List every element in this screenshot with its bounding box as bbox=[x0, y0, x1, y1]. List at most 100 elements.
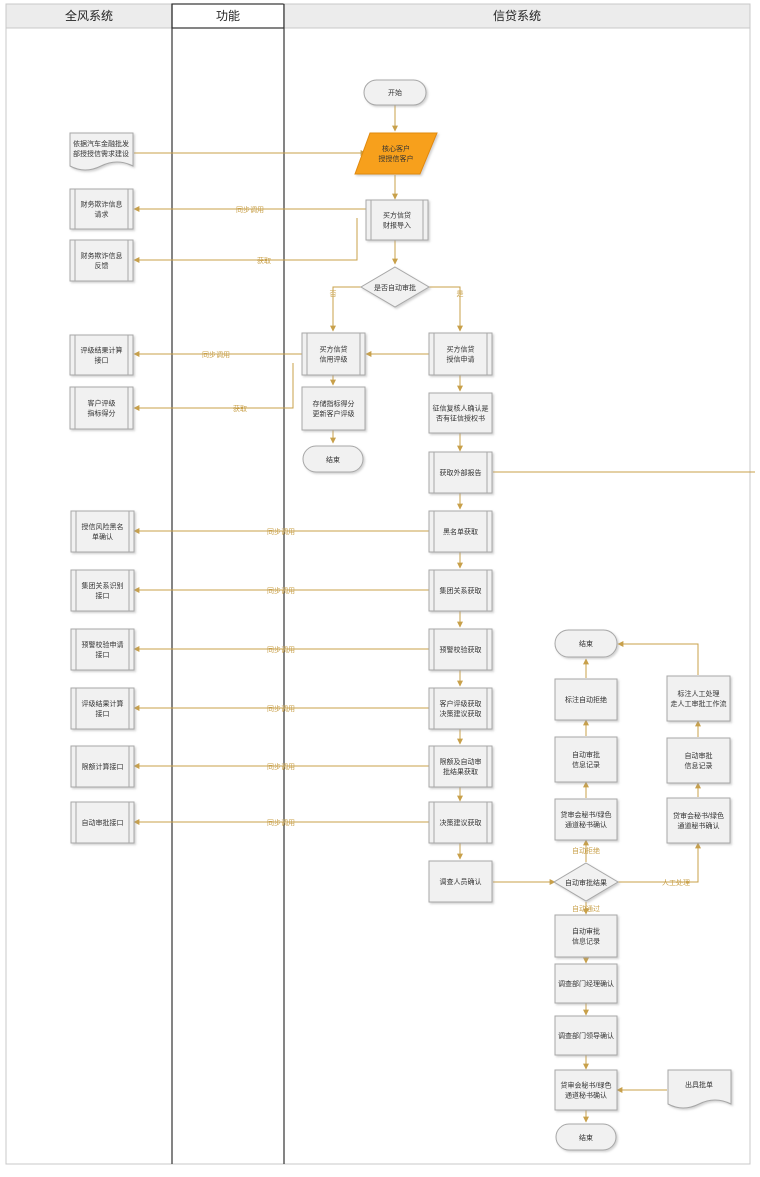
node-line: 通道秘书确认 bbox=[565, 1091, 607, 1100]
node-line: 接口 bbox=[96, 650, 110, 659]
edge-label-sync-call: 同步调用 bbox=[267, 762, 295, 771]
node-line: 存储指标得分 bbox=[313, 399, 355, 408]
edge-label-auto-pass: 自动通过 bbox=[572, 904, 600, 913]
node-line: 部授授信需求建设 bbox=[73, 149, 129, 158]
edge-label-sync-call: 同步调用 bbox=[236, 205, 264, 214]
end-terminator: 结束 bbox=[555, 1123, 617, 1151]
node-line: 买方信贷 bbox=[320, 345, 348, 354]
start-label: 开始 bbox=[388, 88, 402, 97]
node-line: 接口 bbox=[96, 709, 110, 718]
node-line: 自动审批接口 bbox=[82, 818, 124, 827]
node-line: 客户评级 bbox=[88, 399, 116, 408]
blacklist-get-box: 黑名单获取 bbox=[428, 510, 493, 553]
node-line: 贷审会秘书/绿色 bbox=[673, 811, 724, 820]
node-line: 黑名单获取 bbox=[443, 527, 478, 536]
issue-approval-document: 出具批单 bbox=[667, 1069, 732, 1109]
node-line: 指标得分 bbox=[88, 409, 116, 418]
edge-label-sync-call: 同步调用 bbox=[267, 586, 295, 595]
dept-leader-box: 调查部门领导确认 bbox=[554, 1015, 618, 1056]
node-line: 调查部门领导确认 bbox=[558, 1031, 614, 1040]
node-line: 贷审会秘书/绿色 bbox=[561, 810, 612, 819]
node-line: 买方信贷 bbox=[383, 211, 411, 220]
node-line: 通道秘书确认 bbox=[565, 820, 607, 829]
end-label: 结束 bbox=[326, 455, 340, 464]
node-line: 批结果获取 bbox=[443, 767, 478, 776]
node-line: 集团关系获取 bbox=[440, 586, 482, 595]
node-line: 决策建议获取 bbox=[440, 818, 482, 827]
node-line: 预警校验申请 bbox=[82, 640, 124, 649]
node-line: 标注人工处理 bbox=[678, 689, 720, 698]
node-line: 通道秘书确认 bbox=[678, 821, 720, 830]
node-line: 财报导入 bbox=[383, 221, 411, 230]
approval-result-decision: 自动审批结果 bbox=[553, 862, 619, 902]
node-line: 接口 bbox=[95, 356, 109, 365]
node-line: 接口 bbox=[96, 591, 110, 600]
node-line: 核心客户 bbox=[382, 144, 410, 153]
dept-manager-box: 调查部门经理确认 bbox=[554, 963, 618, 1004]
lane-title-function: 功能 bbox=[216, 9, 240, 23]
node-line: 反馈 bbox=[95, 261, 109, 270]
edge-label-fetch: 获取 bbox=[233, 404, 247, 413]
node-line: 自动审批结果 bbox=[565, 878, 607, 887]
edge-label-sync-call: 同步调用 bbox=[267, 818, 295, 827]
external-report-box: 获取外部报告 bbox=[428, 451, 493, 494]
node-line: 调查人员确认 bbox=[440, 877, 482, 886]
connectors bbox=[133, 105, 755, 1123]
node-line: 评级结果计算 bbox=[82, 699, 124, 708]
edge-label-yes: 是 bbox=[457, 290, 464, 298]
auto-approve-decision: 是否自动审批 bbox=[360, 266, 430, 308]
node-line: 信息记录 bbox=[685, 761, 713, 770]
node-line: 贷审会秘书/绿色 bbox=[561, 1081, 612, 1090]
node-line: 是否自动审批 bbox=[374, 283, 416, 292]
group-get-box: 集团关系获取 bbox=[428, 569, 493, 612]
start-terminator: 开始 bbox=[363, 79, 427, 106]
investigator-confirm-box: 调查人员确认 bbox=[428, 860, 493, 903]
node-line: 授信申请 bbox=[447, 355, 475, 364]
node-line: 财务欺诈信息 bbox=[81, 251, 123, 260]
node-line: 买方信贷 bbox=[447, 345, 475, 354]
node-line: 获取外部报告 bbox=[440, 468, 482, 477]
mark-reject-box: 标注自动拒绝 bbox=[554, 678, 618, 721]
node-line: 评级结果计算 bbox=[81, 346, 123, 355]
node-line: 集团关系识别 bbox=[82, 581, 124, 590]
edge-label-sync-call: 同步调用 bbox=[267, 527, 295, 536]
node-line: 否有征信授权书 bbox=[436, 414, 485, 423]
node-line: 单确认 bbox=[92, 532, 113, 541]
node-line: 请求 bbox=[95, 210, 109, 219]
node-line: 信用评级 bbox=[320, 355, 348, 364]
node-line: 更新客户评级 bbox=[313, 409, 355, 418]
node-line: 财务欺诈信息 bbox=[81, 200, 123, 209]
edge-labels: 同步调用 获取 否 是 同步调用 获取 同步调用 同步调用 同步调用 同步调用 … bbox=[202, 205, 690, 913]
edge-label-fetch: 获取 bbox=[257, 256, 271, 265]
decision-get-box: 决策建议获取 bbox=[428, 801, 493, 844]
edge-label-auto-reject: 自动拒绝 bbox=[572, 846, 600, 855]
swimlane-frame: 全风系统 功能 信贷系统 bbox=[5, 3, 751, 1165]
warn-get-box: 预警校验获取 bbox=[428, 628, 493, 671]
node-line: 授信风险黑名 bbox=[82, 522, 124, 531]
node-line: 信息记录 bbox=[572, 937, 600, 946]
node-line: 征信复核人确认是 bbox=[433, 404, 489, 413]
core-client-input: 核心客户 授授信客户 bbox=[354, 132, 438, 175]
node-line: 决策建议获取 bbox=[440, 709, 482, 718]
end-label: 结束 bbox=[579, 639, 593, 648]
node-line: 调查部门经理确认 bbox=[558, 979, 614, 988]
lane-title-credit-system: 信贷系统 bbox=[493, 9, 541, 23]
node-line: 自动审批 bbox=[572, 750, 600, 759]
